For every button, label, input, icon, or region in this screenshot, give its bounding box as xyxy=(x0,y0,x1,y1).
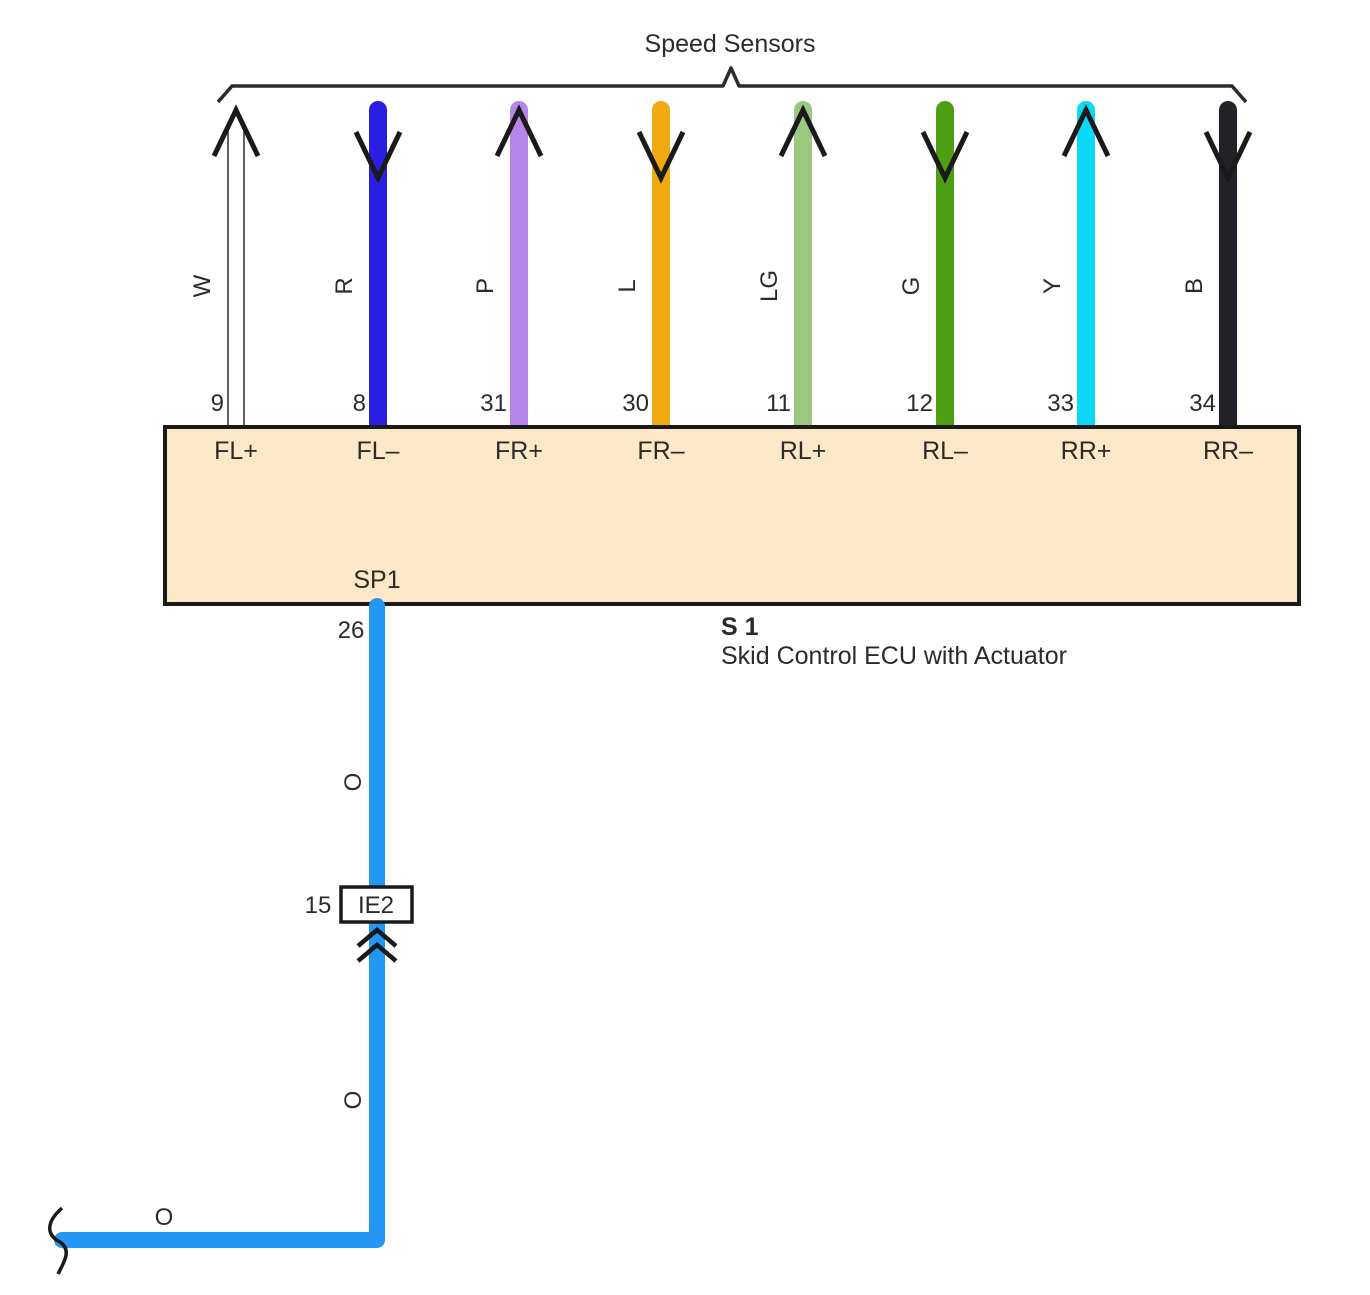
connector-chevron-icon xyxy=(356,927,398,963)
arrow-down-icon xyxy=(920,130,970,184)
wire-color-code: B xyxy=(1181,278,1208,294)
sensor-wire-RL+: LG 11 xyxy=(756,101,828,434)
pin-number: 11 xyxy=(766,390,791,417)
terminal-label: FR– xyxy=(637,437,684,465)
pin-number: 30 xyxy=(622,390,649,417)
wire-color-code: LG xyxy=(756,270,783,302)
terminal-label: FL– xyxy=(356,437,399,465)
ecu-code: S 1 xyxy=(721,613,759,641)
connector-ie2-label: IE2 xyxy=(358,892,394,919)
arrow-down-icon xyxy=(353,130,403,184)
pin-number: 8 xyxy=(353,390,366,417)
sensor-wire-RR–: B 34 xyxy=(1181,101,1253,434)
sp1-terminal-label: SP1 xyxy=(353,566,400,594)
wire-color-code: W xyxy=(189,274,216,297)
connector-ie2-box xyxy=(339,885,414,924)
pin-number: 33 xyxy=(1047,390,1074,417)
arrow-up-icon xyxy=(494,104,544,158)
output-wire xyxy=(54,598,385,1248)
terminal-label: RR+ xyxy=(1061,437,1112,465)
wire-color-code: L xyxy=(614,279,641,292)
speed-sensors-title: Speed Sensors xyxy=(645,30,816,58)
wire-color-code: P xyxy=(472,278,499,294)
output-wire-color-label: O xyxy=(340,773,367,792)
pin-number: 9 xyxy=(211,390,224,417)
wire-line xyxy=(227,124,245,425)
terminal-label: RL+ xyxy=(780,437,827,465)
pin-number: 31 xyxy=(480,390,507,417)
sensor-wire-FL+: W9 xyxy=(189,104,261,425)
terminal-label: FL+ xyxy=(214,437,258,465)
ecu-box xyxy=(163,425,1301,606)
terminal-label: RR– xyxy=(1203,437,1253,465)
output-wire-color-label: O xyxy=(340,1091,367,1110)
arrow-up-icon xyxy=(1061,104,1111,158)
pin-number: 12 xyxy=(906,390,933,417)
speed-sensors-brace xyxy=(216,66,1248,104)
wire-color-code: Y xyxy=(1039,278,1066,294)
wire-color-code: R xyxy=(331,277,358,294)
sensor-wire-RR+: Y 33 xyxy=(1039,101,1111,434)
terminal-label: RL– xyxy=(922,437,968,465)
pin-number: 34 xyxy=(1189,390,1216,417)
arrow-up-icon xyxy=(778,104,828,158)
sp1-pin-number: 26 xyxy=(338,617,365,644)
arrow-up-icon xyxy=(211,104,261,158)
ecu-name: Skid Control ECU with Actuator xyxy=(721,642,1067,670)
arrow-down-icon xyxy=(636,130,686,184)
sensor-wire-FR–: L 30 xyxy=(614,101,686,434)
sensor-wire-RL–: G 12 xyxy=(898,101,970,434)
terminal-label: FR+ xyxy=(495,437,543,465)
connector-ie2-pin: 15 xyxy=(305,892,332,919)
sensor-wire-FL–: R8 xyxy=(331,101,403,434)
ecu-terminals: FL+ FL– FR+ FR– RL+ RL– RR+ RR– xyxy=(214,437,1253,465)
wire-color-code: G xyxy=(898,277,925,296)
output-wire-color-label: O xyxy=(155,1204,174,1231)
arrow-down-icon xyxy=(1203,130,1253,184)
sensor-wire-FR+: P 31 xyxy=(472,101,544,434)
wire-break-mark xyxy=(48,1206,68,1275)
